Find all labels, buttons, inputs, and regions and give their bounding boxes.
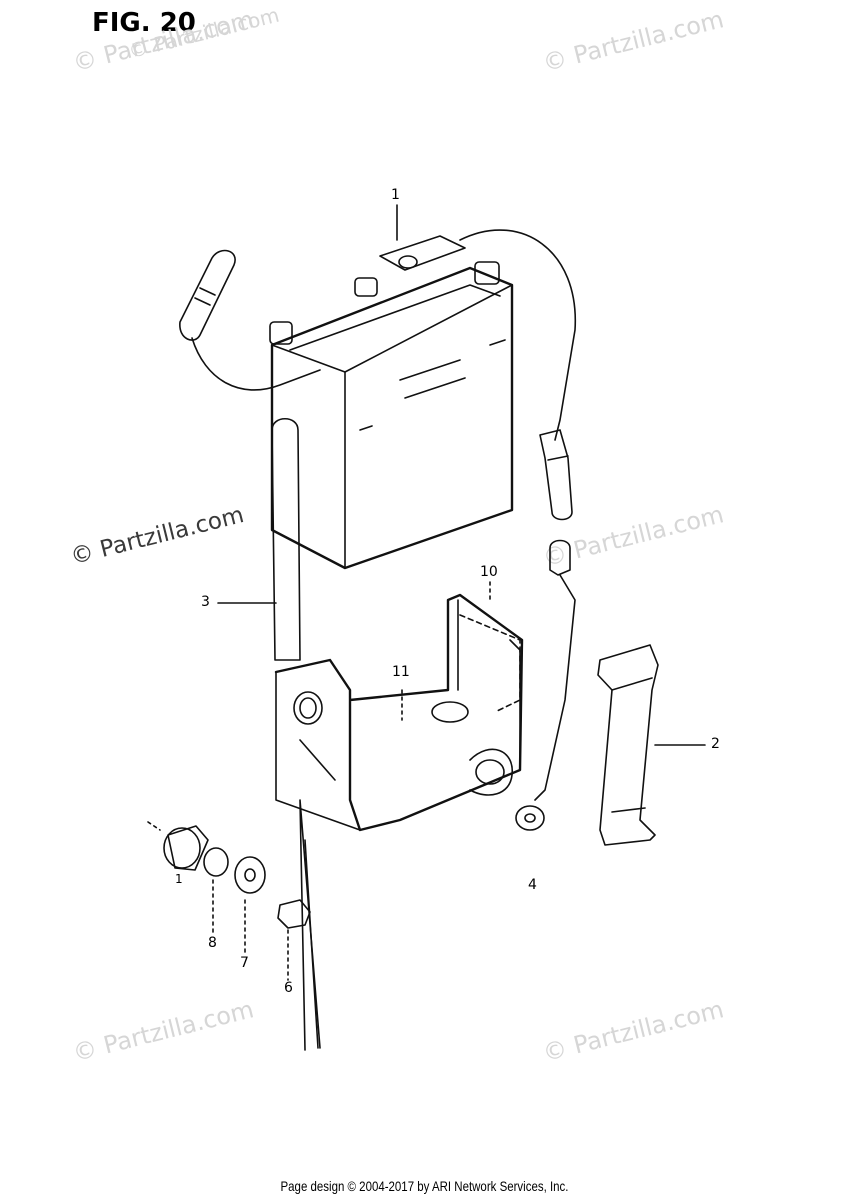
callout-6: 6 xyxy=(284,980,293,996)
callout-7: 7 xyxy=(240,955,249,971)
callout-10: 10 xyxy=(480,564,498,580)
callout-11: 11 xyxy=(392,664,410,680)
battery-band-drawing xyxy=(597,644,659,846)
battery-case-drawing xyxy=(459,614,521,713)
negative-cable-drawing xyxy=(179,249,321,391)
page-footer: Page design © 2004-2017 by ARI Network S… xyxy=(280,1178,569,1194)
battery-holder-drawing xyxy=(274,593,524,832)
callout-3: 3 xyxy=(201,594,210,610)
positive-cable-drawing xyxy=(459,229,576,521)
callout-8: 8 xyxy=(208,935,217,951)
figure-title: FIG. 20 xyxy=(92,8,196,38)
vent-tube-drawing xyxy=(271,417,321,1051)
lead-wire-drawing xyxy=(515,539,576,831)
callout-2: 2 xyxy=(711,736,720,752)
callout-4: 4 xyxy=(528,877,537,893)
callout-1: 1 xyxy=(391,187,400,203)
battery-drawing xyxy=(269,235,514,570)
callout-1-hardware: 1 xyxy=(175,872,183,886)
fastener-drawing xyxy=(163,825,311,929)
